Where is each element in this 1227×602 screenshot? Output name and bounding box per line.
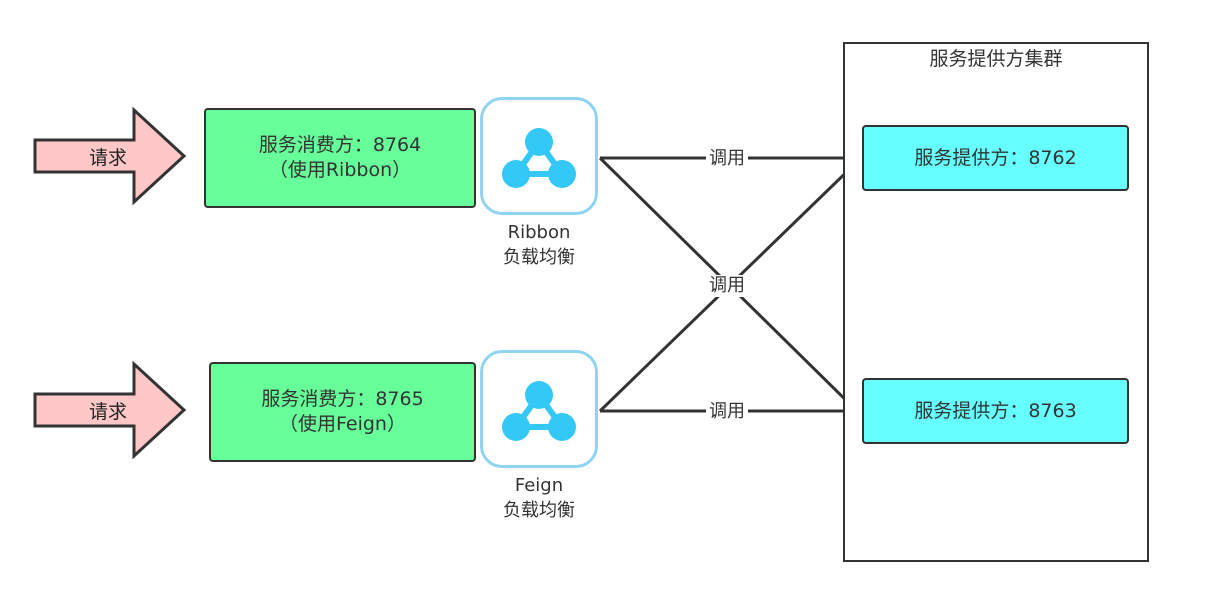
request-label-2: 请求 <box>88 401 127 423</box>
call-label-bottom: 调用 <box>706 401 748 423</box>
feign-lb-caption: Feign 负载均衡 <box>459 473 619 523</box>
provider-8763: 服务提供方：8763 <box>862 378 1129 444</box>
call-label-top: 调用 <box>706 148 748 170</box>
call-label-middle: 调用 <box>706 275 748 297</box>
consumer-8765: 服务消费方：8765 （使用Feign） <box>209 362 476 462</box>
provider-cluster <box>843 42 1149 562</box>
consumer-8764-line1: 服务消费方：8764 <box>258 134 422 156</box>
cluster-title: 服务提供方集群 <box>929 48 1063 70</box>
feign-lb-name: Feign <box>514 475 564 496</box>
provider-8762-label: 服务提供方：8762 <box>914 146 1077 169</box>
share-network-icon <box>502 128 576 188</box>
consumer-8765-line2: （使用Feign） <box>279 413 406 435</box>
consumer-8764-line2: （使用Ribbon） <box>268 159 412 181</box>
request-label-1: 请求 <box>88 147 127 169</box>
feign-lb <box>480 350 598 468</box>
ribbon-lb-caption: Ribbon 负载均衡 <box>459 220 619 270</box>
request-arrow-2 <box>33 360 187 460</box>
share-network-icon <box>502 381 576 441</box>
ribbon-lb-desc: 负载均衡 <box>503 247 575 268</box>
feign-lb-desc: 负载均衡 <box>503 500 575 521</box>
consumer-8765-line1: 服务消费方：8765 <box>261 388 424 410</box>
ribbon-lb-name: Ribbon <box>507 222 571 243</box>
consumer-8764: 服务消费方：8764 （使用Ribbon） <box>204 108 476 208</box>
ribbon-lb <box>480 97 598 215</box>
request-arrow-1 <box>33 106 187 206</box>
provider-8762: 服务提供方：8762 <box>862 125 1129 191</box>
provider-8763-label: 服务提供方：8763 <box>914 399 1077 422</box>
